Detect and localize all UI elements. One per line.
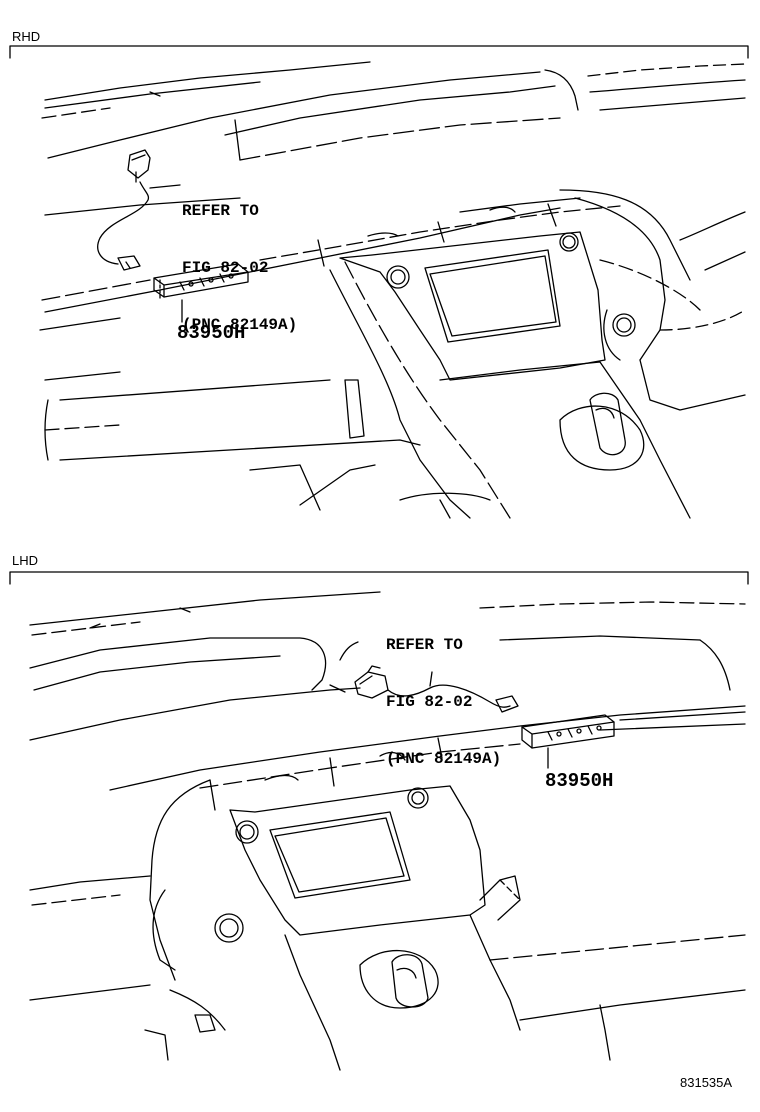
rhd-refer-note: REFER TO FIG 82-02 (PNC 82149A) (182, 164, 297, 373)
lhd-center-console (230, 786, 745, 1070)
lhd-wire-harness (355, 666, 518, 712)
rhd-section-label: RHD (12, 29, 41, 44)
rhd-refer-line-2: FIG 82-02 (182, 259, 269, 277)
lhd-part-number[interactable]: 83950H (545, 770, 614, 792)
rhd-refer-line-3: (PNC 82149A) (182, 316, 298, 334)
rhd-windshield-lines (42, 62, 745, 160)
rhd-switch-module (154, 264, 248, 322)
lhd-refer-line-1: REFER TO (386, 636, 463, 654)
lhd-dash-top (110, 706, 745, 810)
rhd-center-console (330, 232, 690, 518)
rhd-refer-line-1: REFER TO (182, 202, 259, 220)
rhd-frame-bracket (10, 46, 748, 58)
rhd-dash-top (40, 198, 620, 330)
lhd-switch-module (522, 715, 614, 768)
lhd-windshield-lines (30, 592, 745, 740)
rhd-part-number[interactable]: 83950H (177, 322, 246, 344)
lhd-refer-line-3: (PNC 82149A) (386, 750, 502, 768)
rhd-wire-harness (98, 150, 180, 270)
lhd-left-panel (30, 780, 243, 1060)
lhd-refer-note: REFER TO FIG 82-02 (PNC 82149A) (386, 598, 501, 807)
lhd-refer-line-2: FIG 82-02 (386, 693, 473, 711)
rhd-right-panel (560, 190, 745, 410)
illustration-code: 831535A (680, 1075, 733, 1090)
rhd-left-dash (45, 372, 420, 510)
lhd-section-label: LHD (12, 553, 39, 568)
lhd-frame-bracket (10, 572, 748, 584)
